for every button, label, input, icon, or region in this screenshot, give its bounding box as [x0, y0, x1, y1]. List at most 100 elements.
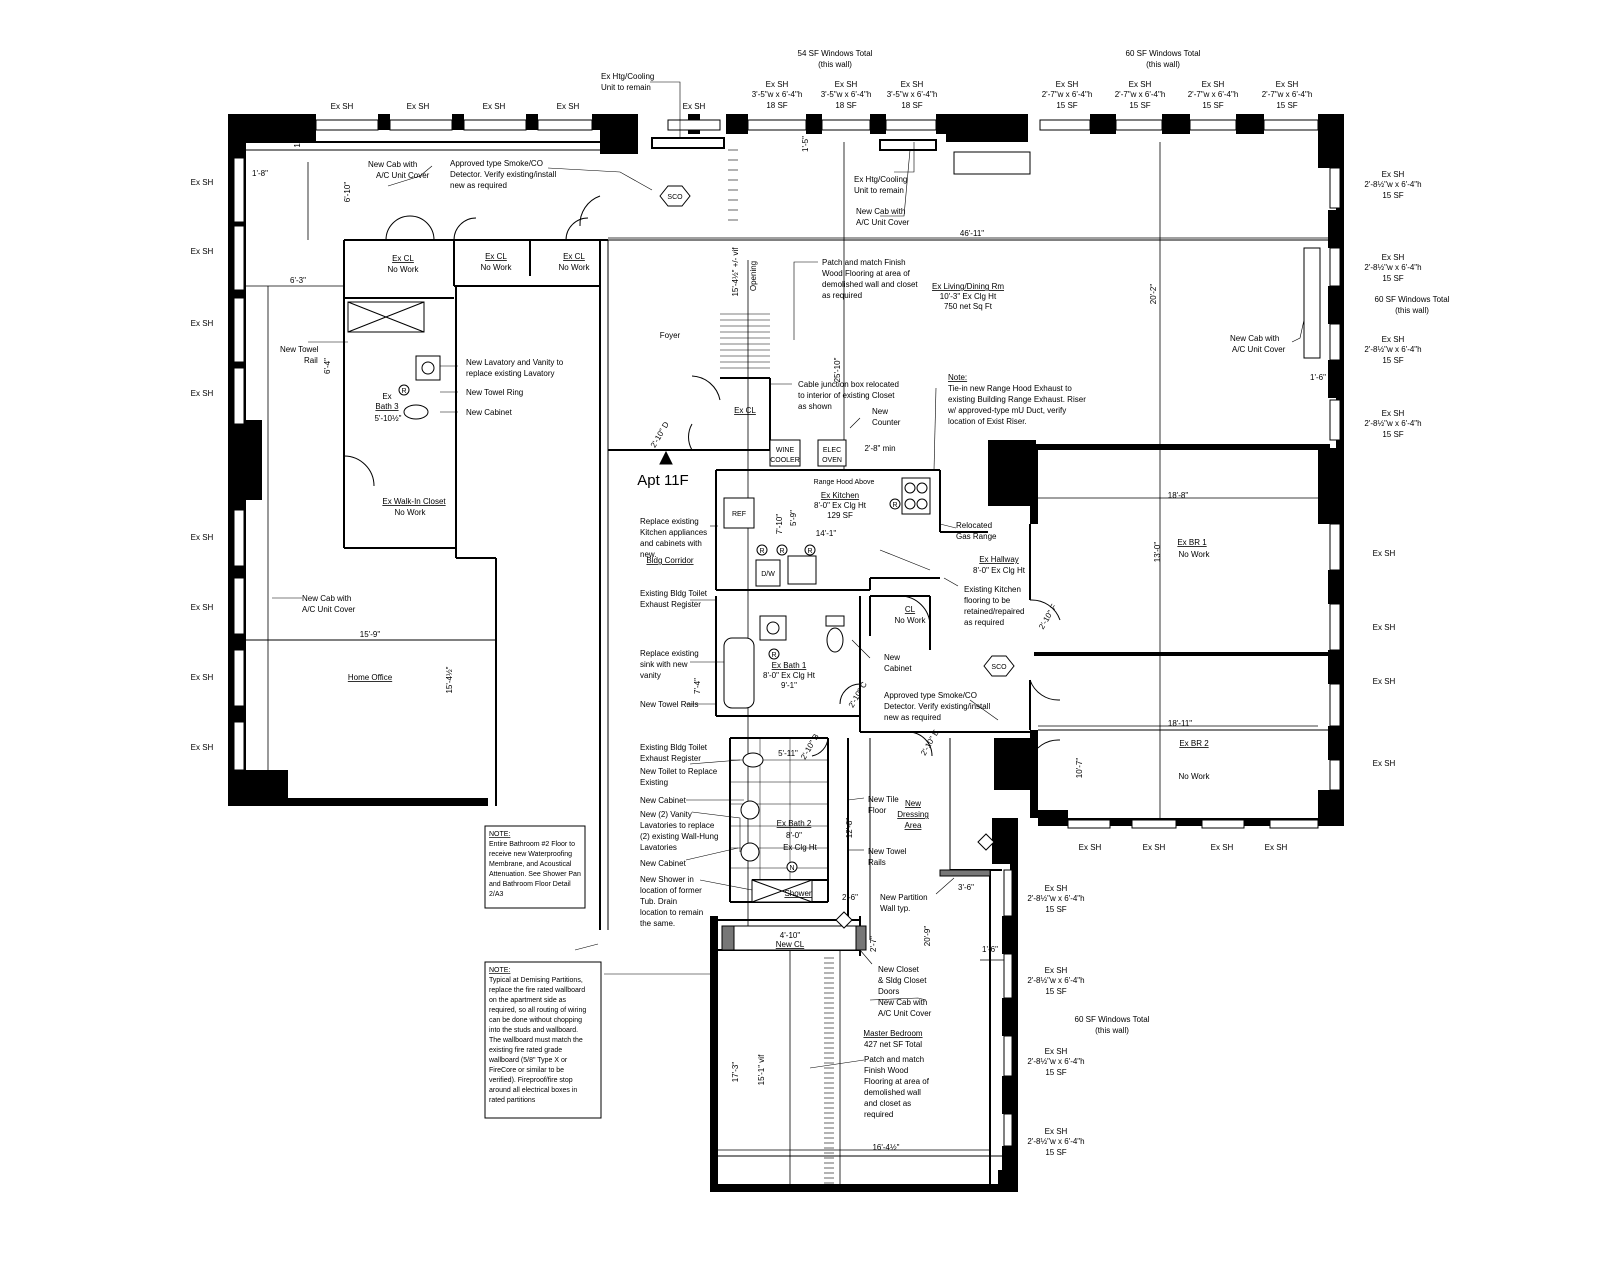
- ref-label: REF: [732, 511, 746, 518]
- dim: 15'-1" vif: [757, 1054, 766, 1085]
- callout-gas-2: Gas Range: [956, 532, 997, 541]
- callout-newcab-master: New Cab with: [878, 998, 927, 1007]
- callout-cable-2: to interior of existing Closet: [798, 391, 895, 400]
- callout-note-kitchen-5: location of Exist Riser.: [948, 417, 1027, 426]
- callout-newcab-left-2: A/C Unit Cover: [302, 605, 356, 614]
- elec-oven: [817, 439, 847, 467]
- callout-newcab-mid: New Cab with: [856, 207, 905, 216]
- note-bath2-line: Membrane, and Acoustical: [489, 861, 572, 868]
- dim: 4'-10": [780, 931, 801, 940]
- room-dressing-2: Dressing: [897, 810, 929, 819]
- callout-towel-rails2-2: Rails: [868, 858, 886, 867]
- note-demising-line: into the studs and wallboard.: [489, 1027, 578, 1034]
- window-label: Ex SH: [191, 533, 214, 542]
- callout-vanity2-4: Lavatories: [640, 843, 677, 852]
- callout-toilet-replace-2: Existing: [640, 778, 668, 787]
- range: [901, 477, 931, 515]
- callout-lav: New Lavatory and Vanity to: [466, 358, 564, 367]
- callout-patch-master: Patch and match: [864, 1055, 924, 1064]
- window-spec: 15 SF: [1382, 191, 1403, 200]
- window-specs-top-mid: Ex SH 3'-5"w x 6'-4"h 18 SF Ex SH 3'-5"w…: [752, 80, 938, 110]
- dim: 11": [293, 136, 302, 147]
- callout-tile-floor-2: Floor: [868, 806, 887, 815]
- dim: 2'-7": [869, 936, 878, 952]
- window-specs-right: Ex SH 2'-8½"w x 6'-4"h 15 SF Ex SH 2'-8½…: [1364, 170, 1421, 439]
- wine-cooler: [769, 439, 801, 467]
- window-label: Ex SH: [1265, 843, 1288, 852]
- wall-note-top-mid-2: (this wall): [818, 60, 852, 69]
- callout-replace-kitchen-2: Kitchen appliances: [640, 528, 707, 537]
- door-tag: [835, 911, 853, 929]
- callout-smoke-top-3: new as required: [450, 181, 507, 190]
- window-spec: 15 SF: [1056, 101, 1077, 110]
- window-spec: Ex SH: [766, 80, 789, 89]
- note-bath2: NOTE: Entire Bathroom #2 Floor to receiv…: [484, 825, 586, 909]
- note-demising-line: around all electrical boxes in: [489, 1087, 577, 1094]
- window-labels: Ex SH Ex SH Ex SH Ex SH Ex SH Ex SH Ex S…: [191, 102, 1396, 852]
- callout-patch-master-6: required: [864, 1110, 893, 1119]
- window-label: Ex SH: [191, 673, 214, 682]
- callout-note-kitchen-3: existing Building Range Exhaust. Riser: [948, 395, 1086, 404]
- window-spec: 15 SF: [1045, 1148, 1066, 1157]
- note-demising-line: replace the fire rated wallboard: [489, 987, 585, 994]
- window-spec: Ex SH: [1045, 1047, 1068, 1056]
- exterior-walls: [228, 114, 1344, 1192]
- window-spec: 2'-8½"w x 6'-4"h: [1027, 1137, 1084, 1146]
- room-living-ht: 10'-3" Ex Clg Ht: [940, 292, 997, 301]
- callout-towel-ring: New Towel Ring: [466, 388, 523, 397]
- sco-label-2: SCO: [991, 664, 1007, 671]
- dim: 20'-9": [923, 926, 932, 947]
- callouts: Ex Htg/Cooling Unit to remain Ex Htg/Coo…: [280, 72, 1286, 1119]
- dim: 1'-5": [801, 136, 810, 152]
- dishwasher: [755, 559, 781, 587]
- fixtures: [347, 301, 991, 951]
- callout-closet-doors-3: Doors: [878, 987, 899, 996]
- room-ex-cl-1-nowork: No Work: [388, 265, 420, 274]
- window-spec: 18 SF: [901, 101, 922, 110]
- callout-replace-sink-3: vanity: [640, 671, 661, 680]
- oven-label-2: OVEN: [822, 457, 842, 464]
- room-cl-nowork: No Work: [895, 616, 927, 625]
- room-cl: CL: [905, 605, 916, 614]
- room-kitchen: Ex Kitchen: [821, 491, 859, 500]
- bath2-toilet: [742, 752, 764, 768]
- window-label: Ex SH: [683, 102, 706, 111]
- window-spec: Ex SH: [1382, 170, 1405, 179]
- window-spec: Ex SH: [1276, 80, 1299, 89]
- window-spec: 2'-8½"w x 6'-4"h: [1364, 345, 1421, 354]
- note-bath2-line: receive new Waterproofing: [489, 851, 572, 858]
- callout-toilet-exh1-2: Exhaust Register: [640, 600, 701, 609]
- range-hood-label: Range Hood Above: [814, 479, 875, 486]
- callout-new-cabinet2: New Cabinet: [640, 796, 687, 805]
- room-ex-cl-2-nowork: No Work: [481, 263, 513, 272]
- smoke-detector-hall: [983, 655, 1015, 677]
- bath1-toilet: [826, 627, 844, 653]
- dim: 5'-9": [789, 510, 798, 526]
- dim: 15'-4½": [445, 666, 454, 693]
- callout-newcab-right-2: A/C Unit Cover: [1232, 345, 1286, 354]
- dim: 13'-0": [1153, 542, 1162, 563]
- callout-toilet-exh2: Existing Bldg Toilet: [640, 743, 708, 752]
- door-dim: 2'-10" C: [847, 680, 869, 709]
- dim: 25'-10": [833, 357, 842, 382]
- room-dressing-1: New: [905, 799, 921, 808]
- wine-label-2: COOLER: [770, 457, 800, 464]
- callout-shower-3: Tub. Drain: [640, 897, 677, 906]
- dim: 12'-8": [845, 818, 854, 839]
- callout-replace-sink-2: sink with new: [640, 660, 688, 669]
- r-label: R: [401, 388, 406, 395]
- callout-newcab-right: New Cab with: [1230, 334, 1279, 343]
- note-bath2-line: 2/A3: [489, 891, 504, 898]
- note-demising: NOTE: Typical at Demising Partitions, re…: [484, 961, 602, 1119]
- callout-vanity2-3: (2) existing Wall-Hung: [640, 832, 718, 841]
- room-cl2-work: Work: [1015, 768, 1035, 777]
- callout-smoke-mid-2: Detector. Verify existing/install: [884, 702, 990, 711]
- room-br2: Ex BR 2: [1179, 739, 1209, 748]
- dim: 2'-6": [842, 893, 858, 902]
- room-bath1-ht: 8'-0" Ex Clg Ht: [763, 671, 816, 680]
- note-demising-line: can be done without chopping: [489, 1017, 582, 1024]
- room-master-area: 427 net SF Total: [864, 1040, 922, 1049]
- note-demising-line: verified). Fireproof/fire stop: [489, 1077, 573, 1084]
- room-bath1: Ex Bath 1: [772, 661, 807, 670]
- callout-htg1: Ex Htg/Cooling: [601, 72, 654, 81]
